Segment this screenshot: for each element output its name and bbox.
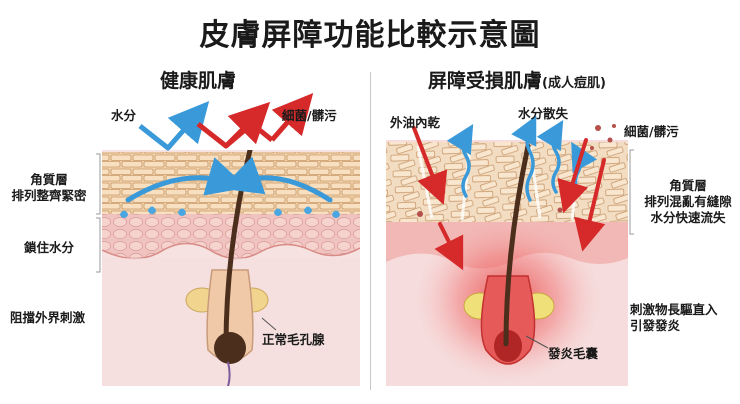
water-droplets [120,206,340,218]
damaged-heading-text: 屏障受損肌膚 [428,70,543,92]
label-inflamed-follicle: 發炎毛囊 [548,346,599,361]
label-damaged-stratum: 角質層 排列混亂有縫隙 水分快速流失 [636,178,740,226]
water-retained-arrow-right [221,156,333,203]
label-irritants-1: 刺激物長驅直入 [630,302,718,317]
label-water: 水分 [111,108,137,123]
healthy-heading: 健康肌膚 [160,70,237,92]
label-normal-gland: 正常毛孔腺 [262,332,325,347]
healthy-skin-cross-section [102,150,360,386]
label-damaged-stratum-1: 角質層 [669,178,707,193]
bacteria-particles [417,124,616,217]
irritant-arrows [412,126,606,271]
label-water-loss: 水分散失 [518,106,569,121]
label-irritants: 刺激物長驅直入 引發發炎 [630,302,718,334]
water-retained-arrow-left [125,157,248,203]
page-title: 皮膚屏障功能比較示意圖 [199,18,541,53]
bacteria-bounce-arrow-c [270,92,314,142]
label-irritants-2: 引發發炎 [630,318,681,333]
label-damaged-stratum-3: 水分快速流失 [650,210,726,225]
panel-divider [370,72,371,390]
label-lock-moisture: 鎖住水分 [23,240,74,255]
bacteria-bounce-arrow-b [224,101,271,148]
label-block-irritants: 阻擋外界刺激 [10,310,86,325]
label-bacteria: 細菌/髒污 [282,108,337,123]
label-oil-dry: 外油內乾 [390,115,441,130]
label-healthy-stratum-2: 排列整齊緊密 [11,188,87,203]
damaged-heading-note: (成人痘肌) [542,76,606,91]
damaged-heading: 屏障受損肌膚(成人痘肌) [428,66,606,93]
label-healthy-stratum-1: 角質層 [30,172,68,187]
water-bounce-arrow [138,100,210,151]
label-healthy-stratum: 角質層 排列整齊緊密 [4,172,94,204]
healthy-stratum-corneum [102,152,360,214]
label-damaged-bacteria: 細菌/髒污 [624,124,679,139]
label-damaged-stratum-2: 排列混亂有縫隙 [644,194,732,209]
